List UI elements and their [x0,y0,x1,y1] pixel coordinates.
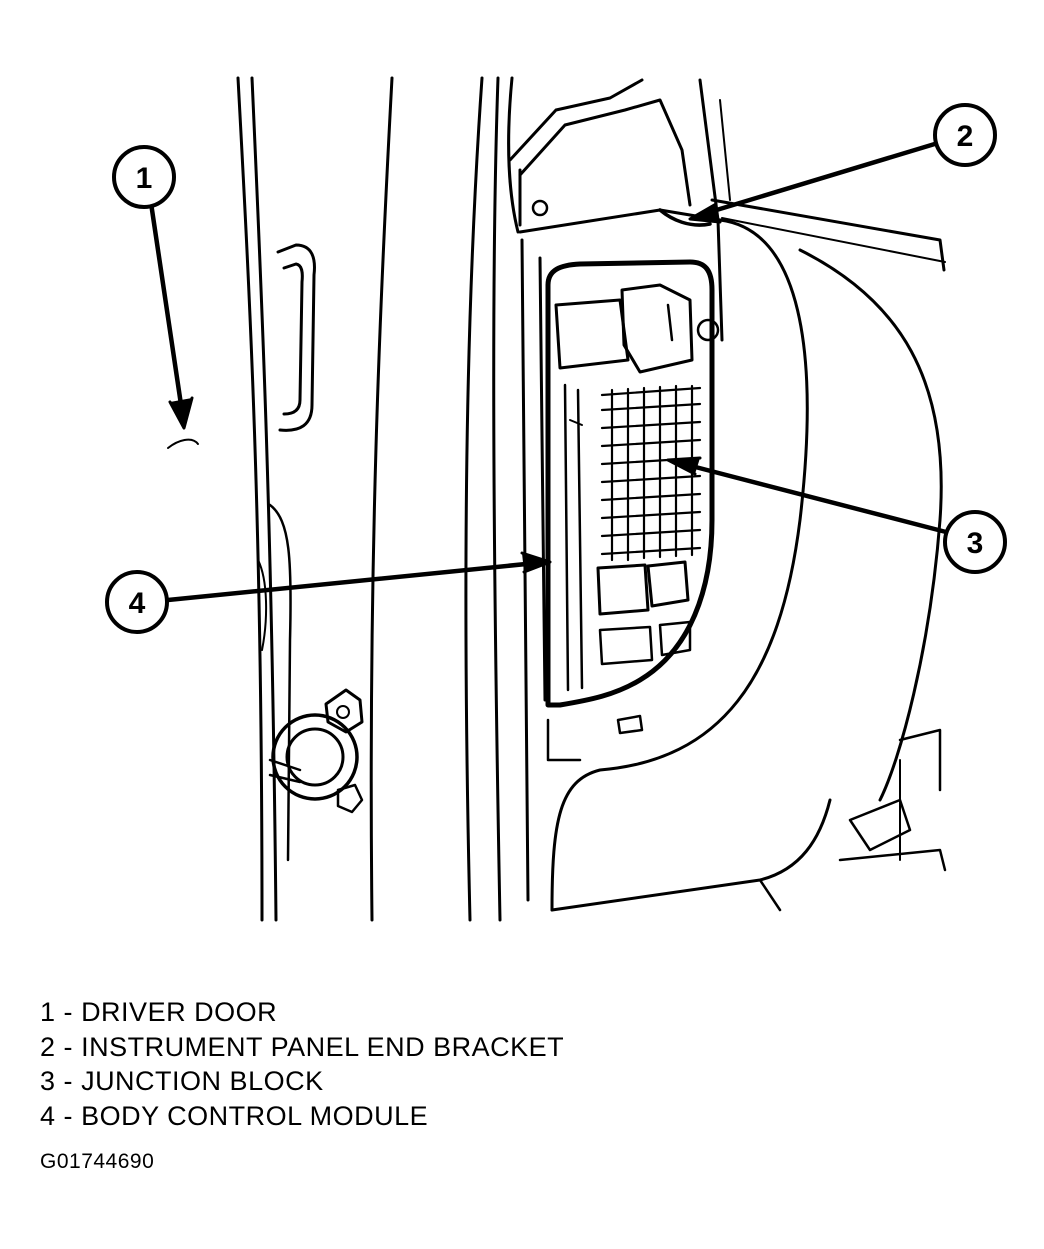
callout-legend: 1 - DRIVER DOOR 2 - INSTRUMENT PANEL END… [40,995,564,1133]
arrowhead-2 [688,202,722,224]
callout-3: 3 [943,510,1007,574]
callout-2: 2 [933,103,997,167]
callout-1: 1 [112,145,176,209]
arrowhead-1 [168,396,194,430]
instrument-panel-drawing [464,76,947,922]
leader-2 [697,140,941,218]
figure-id: G01744690 [40,1150,155,1173]
callout-leaders [148,140,949,603]
callout-number-3: 3 [967,527,984,560]
leader-1 [148,200,186,421]
arrowhead-4 [520,551,552,574]
legend-item-1: 1 - DRIVER DOOR [40,997,278,1027]
driver-door-drawing [236,76,394,922]
arrowhead-3 [666,456,702,476]
legend-item-3: 3 - JUNCTION BLOCK [40,1066,324,1096]
leader-3 [677,460,949,535]
callout-number-1: 1 [136,162,153,195]
callout-number-4: 4 [129,587,146,620]
diagram-illustration: 1 2 3 4 [105,76,1007,922]
callout-4: 4 [105,570,169,634]
legend-item-2: 2 - INSTRUMENT PANEL END BRACKET [40,1031,565,1062]
legend-item-4: 4 - BODY CONTROL MODULE [40,1100,429,1131]
callout-number-2: 2 [957,120,974,153]
leader-4 [165,559,549,603]
